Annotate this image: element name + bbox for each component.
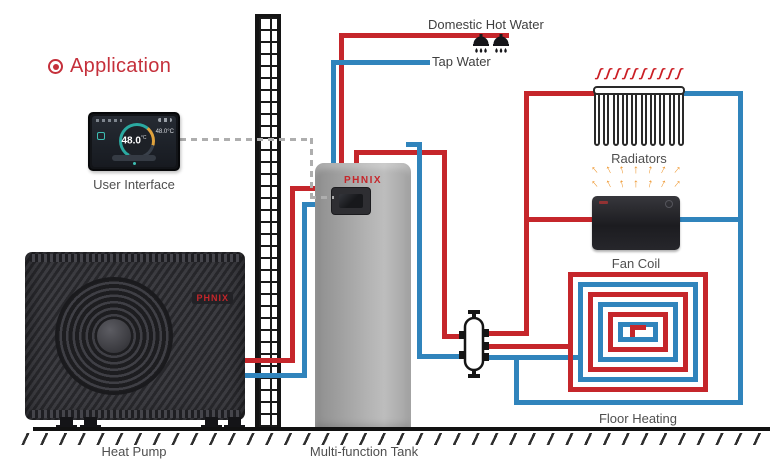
radiators-label: Radiators	[611, 151, 667, 166]
pipe-red-heatpump-out	[243, 358, 295, 363]
radiator-top-bar	[593, 86, 685, 95]
tank-label: Multi-function Tank	[309, 444, 419, 459]
mode-icon	[97, 132, 105, 140]
heat-pump-bottom-grille	[29, 410, 241, 418]
floor-ring-red	[568, 272, 708, 392]
ui-status-icons	[96, 119, 122, 122]
pipe-red-separator-out	[482, 331, 529, 336]
floor-ring-blue	[578, 282, 698, 382]
ui-page-dot	[133, 162, 136, 165]
floor-ring-red	[608, 312, 668, 352]
page-title-text: Application	[70, 55, 172, 77]
heat-pump-foot	[201, 417, 222, 428]
user-interface-label: User Interface	[93, 177, 175, 192]
fan-coil-unit	[592, 196, 680, 250]
heat-pump-foot	[56, 417, 77, 428]
floor-heating-label: Floor Heating	[598, 411, 678, 426]
pipe-blue-into-separator	[417, 354, 468, 359]
floor-ring-blue	[598, 302, 678, 362]
pipe-red-into-separator	[442, 334, 468, 339]
pipe-blue-separator-out	[482, 355, 583, 360]
heat-pump-foot	[224, 417, 245, 428]
domestic-hot-water-label: Domestic Hot Water	[428, 17, 544, 32]
hydraulic-separator-icon	[459, 310, 489, 378]
user-interface-panel: 48.0°C 48.0°C	[88, 112, 180, 171]
bullet-target-icon	[48, 59, 63, 74]
pipe-blue-heatpump-drop	[302, 202, 307, 378]
pipe-blue-drop	[417, 142, 422, 359]
control-dashed-line	[310, 196, 334, 199]
radiator-fins	[594, 90, 684, 147]
shower-head-icon	[473, 34, 489, 53]
heat-pump-top-grille	[29, 254, 241, 262]
ui-slider-bar	[112, 155, 156, 161]
floor-ring-center	[630, 325, 646, 337]
pipe-red-dhw-riser	[339, 33, 344, 165]
pipe-red-dhw-top	[339, 33, 509, 38]
page-title: Application	[48, 55, 171, 78]
tank-display-screen	[339, 194, 363, 208]
side-temperature: 48.0°C	[155, 129, 174, 135]
heat-pump-unit: PHNIX	[25, 252, 245, 420]
pipe-red-drop	[442, 150, 447, 339]
pipe-blue-heatpump-in	[243, 373, 307, 378]
brick-wall	[255, 14, 281, 429]
floor-heating-coil	[568, 272, 708, 392]
shower-head-icon	[493, 34, 509, 53]
pipe-blue-fancoil-return	[676, 217, 743, 222]
main-temperature-value: 48.0	[121, 135, 141, 147]
pipe-blue-tapwater-riser	[331, 60, 336, 165]
fan-grille-icon	[55, 277, 173, 395]
main-temperature-unit: °C	[140, 135, 147, 141]
pipe-red-tank-to-drop	[354, 150, 447, 155]
pipe-red-to-fancoil	[524, 217, 596, 222]
heat-pump-foot	[80, 417, 101, 428]
control-dashed-line	[180, 138, 312, 141]
fan-coil-arrows-row: ↑↑↑↑↑↑↑	[587, 175, 685, 191]
pipe-red-to-radiator	[524, 91, 599, 96]
floor-ring-blue	[618, 322, 658, 342]
tap-water-label: Tap Water	[432, 54, 491, 69]
pipe-red-supply-riser	[524, 91, 529, 336]
pipe-blue-return-drop	[514, 357, 519, 405]
pipe-blue-radiator-return	[679, 91, 743, 96]
pipe-blue-tapwater-top	[331, 60, 430, 65]
temperature-gauge	[119, 123, 155, 159]
fan-coil-fan-icon	[665, 200, 673, 208]
main-temperature: 48.0°C	[92, 135, 176, 146]
user-interface-screen: 48.0°C 48.0°C	[92, 116, 176, 167]
fan-coil-arrows-row: ↑↑↑↑↑↑↑	[587, 161, 685, 177]
ground-line	[33, 427, 770, 431]
pipe-blue-return-bottom	[514, 400, 743, 405]
pipe-blue-tank-return-out	[302, 202, 320, 207]
pipe-red-into-tank	[290, 186, 320, 191]
pipe-red-heatpump-riser	[290, 186, 295, 363]
fan-hub	[97, 319, 131, 353]
ui-menu-icons	[158, 118, 172, 122]
fan-coil-heat-arrows: ↑↑↑↑↑↑↑ ↑↑↑↑↑↑↑	[587, 161, 685, 191]
radiator-unit	[593, 86, 685, 147]
fan-coil-label: Fan Coil	[611, 256, 661, 271]
ground-hatching	[18, 433, 766, 445]
multifunction-tank: PHNIX	[315, 163, 411, 430]
pipe-blue-tank-out	[406, 142, 422, 147]
tank-brand-logo: PHNIX	[343, 175, 383, 186]
control-dashed-line	[310, 138, 313, 199]
heat-pump-label: Heat Pump	[101, 444, 167, 459]
tank-display	[331, 187, 371, 215]
pipe-red-to-floor	[482, 344, 573, 349]
pipe-blue-return-riser	[738, 91, 743, 405]
floor-ring-red	[588, 292, 688, 372]
pipe-red-tank-out	[354, 150, 359, 165]
fan-coil-logo	[599, 201, 608, 204]
heat-pump-brand-logo: PHNIX	[192, 292, 233, 304]
